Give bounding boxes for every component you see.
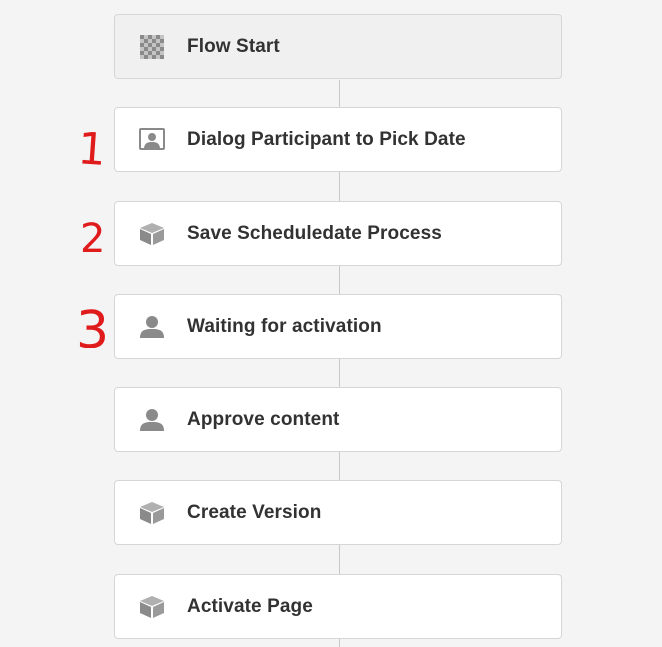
process-cube-icon bbox=[139, 222, 165, 246]
dialog-participant-icon bbox=[139, 128, 165, 152]
svg-text:3: 3 bbox=[76, 301, 109, 348]
participant-user-icon bbox=[139, 408, 165, 432]
svg-text:1: 1 bbox=[76, 123, 107, 172]
svg-text:2: 2 bbox=[80, 216, 105, 258]
step-flow-start[interactable]: Flow Start bbox=[114, 14, 562, 79]
step-label: Waiting for activation bbox=[187, 316, 382, 337]
step-waiting-activation[interactable]: Waiting for activation bbox=[114, 294, 562, 359]
step-activate-page[interactable]: Activate Page bbox=[114, 574, 562, 639]
step-label: Flow Start bbox=[187, 36, 280, 57]
annotation-number-2: 2 bbox=[80, 216, 105, 258]
flow-connector-line bbox=[339, 80, 340, 647]
step-label: Save Scheduledate Process bbox=[187, 223, 442, 244]
annotation-number-1: 1 bbox=[76, 123, 107, 172]
participant-user-icon bbox=[139, 315, 165, 339]
step-approve-content[interactable]: Approve content bbox=[114, 387, 562, 452]
step-label: Dialog Participant to Pick Date bbox=[187, 129, 466, 150]
process-cube-icon bbox=[139, 501, 165, 525]
step-save-scheduledate[interactable]: Save Scheduledate Process bbox=[114, 201, 562, 266]
process-cube-icon bbox=[139, 595, 165, 619]
step-create-version[interactable]: Create Version bbox=[114, 480, 562, 545]
step-label: Activate Page bbox=[187, 596, 313, 617]
step-dialog-participant[interactable]: Dialog Participant to Pick Date bbox=[114, 107, 562, 172]
checker-icon bbox=[139, 35, 165, 59]
step-label: Approve content bbox=[187, 409, 340, 430]
step-label: Create Version bbox=[187, 502, 322, 523]
annotation-number-3: 3 bbox=[76, 301, 109, 348]
